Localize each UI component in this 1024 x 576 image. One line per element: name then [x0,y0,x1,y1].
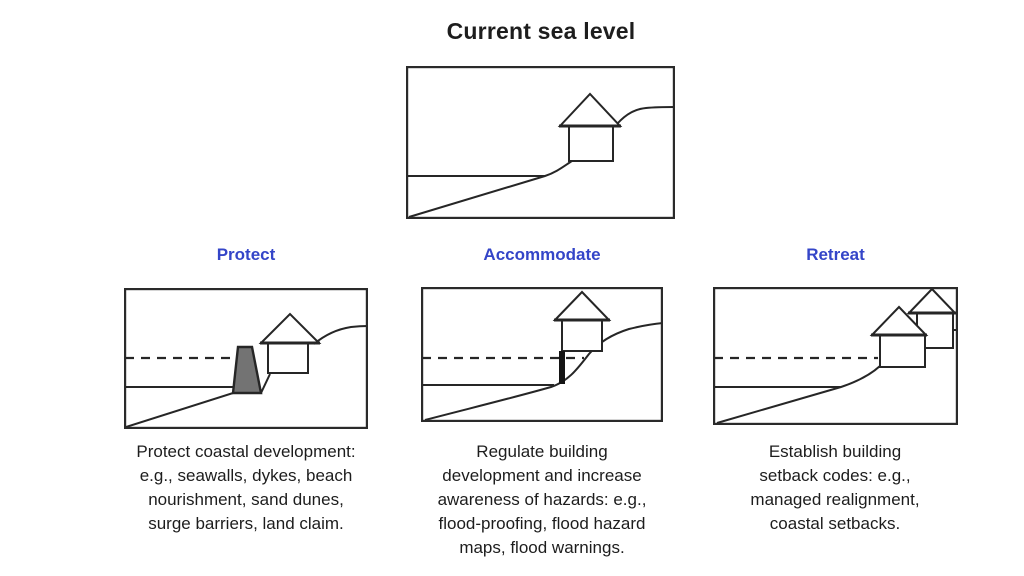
diagram-title: Current sea level [446,18,636,44]
house-icon-front [869,305,929,368]
house-body [879,334,926,368]
house-roof [557,92,623,127]
strategy-label-protect: Protect [216,245,276,264]
panel-border [406,66,675,219]
house-icon [552,290,612,352]
current-sea-level-figure [406,66,675,219]
strategy-label-accommodate: Accommodate [483,245,601,264]
coast-ridge-line [616,106,675,125]
panel-border [713,287,958,425]
coast-ridge-line [313,325,368,345]
strategy-description-retreat: Establish building setback codes: e.g., … [750,442,920,533]
coast-profile-line [408,160,573,218]
retreat-figure [713,287,958,425]
coast-profile-line [424,322,663,421]
panel-border [124,288,368,429]
stilt-icon [559,351,565,384]
protect-figure [124,288,368,429]
house-roof [552,290,612,321]
house-body [561,319,603,352]
house-roof [258,312,322,344]
house-icon [258,312,322,374]
house-body [568,125,614,162]
strategy-label-retreat: Retreat [806,245,865,264]
coast-profile-line [716,365,881,424]
house-body [267,342,309,374]
panel-border [421,287,663,422]
seawall-icon [231,345,263,395]
strategy-description-accommodate: Regulate building development and increa… [437,442,647,557]
strategy-description-protect: Protect coastal development: e.g., seawa… [136,442,356,533]
accommodate-figure [421,287,663,422]
house-roof [906,287,958,314]
house-icon [557,92,623,162]
